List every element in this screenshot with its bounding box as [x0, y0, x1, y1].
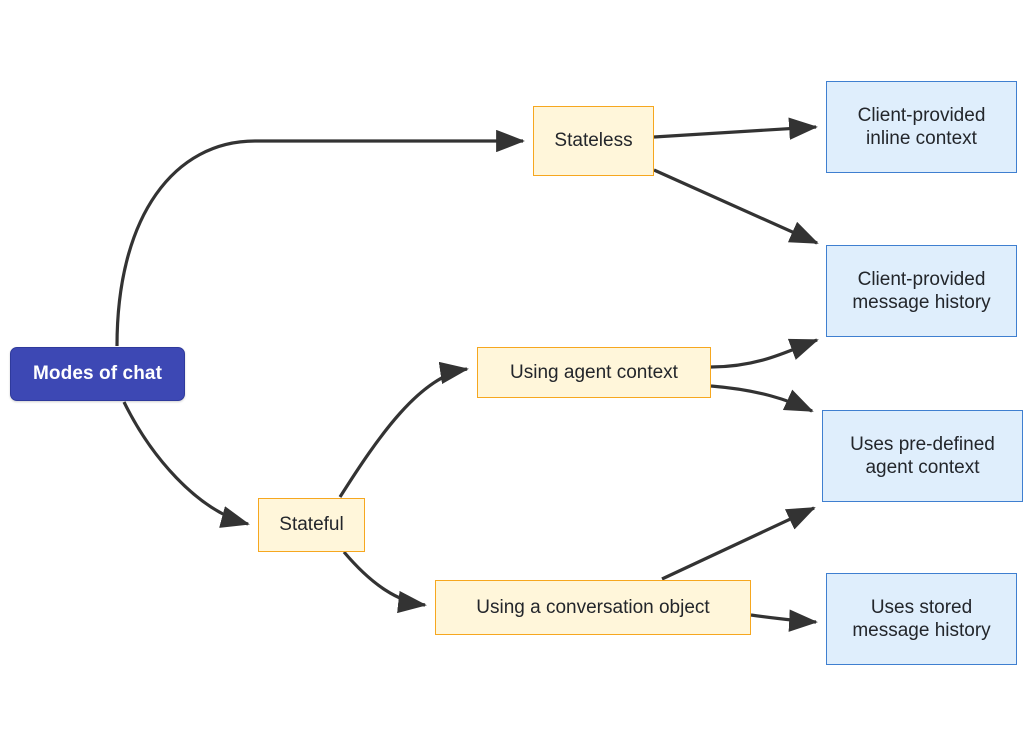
edge-stateful-to-agentctx [338, 361, 469, 498]
edge-stateful-to-convobj [342, 550, 427, 614]
node-label: Uses stored message history [852, 596, 991, 641]
node-label: Client-provided inline context [857, 104, 986, 149]
node-storedmsg[interactable]: Uses stored message history [826, 573, 1017, 665]
node-label: Stateless [554, 130, 633, 152]
node-label: Stateful [279, 514, 344, 536]
edge-convobj-to-storedmsg [750, 609, 818, 632]
edge-root-to-stateless [115, 129, 525, 347]
node-inline[interactable]: Client-provided inline context [826, 81, 1017, 173]
edge-stateless-to-msghistory [653, 168, 819, 245]
node-predefined[interactable]: Uses pre-defined agent context [822, 410, 1023, 502]
node-label: Client-provided message history [852, 268, 991, 313]
node-stateful[interactable]: Stateful [258, 498, 365, 552]
node-stateless[interactable]: Stateless [533, 106, 654, 176]
node-convobj[interactable]: Using a conversation object [435, 580, 751, 635]
node-msghistory[interactable]: Client-provided message history [826, 245, 1017, 337]
edge-agentctx-to-predefined [710, 384, 814, 413]
edge-convobj-to-predefined [661, 506, 816, 581]
edge-stateless-to-inline [653, 117, 818, 140]
edge-paths [115, 117, 819, 632]
node-label: Modes of chat [32, 363, 163, 385]
node-label: Using a conversation object [476, 596, 710, 618]
node-label: Uses pre-defined agent context [850, 433, 995, 478]
node-label: Using agent context [510, 361, 678, 383]
node-root[interactable]: Modes of chat [10, 347, 185, 401]
edge-agentctx-to-msghistory [710, 338, 819, 369]
node-agentctx[interactable]: Using agent context [477, 347, 711, 398]
edge-root-to-stateful [122, 401, 250, 528]
